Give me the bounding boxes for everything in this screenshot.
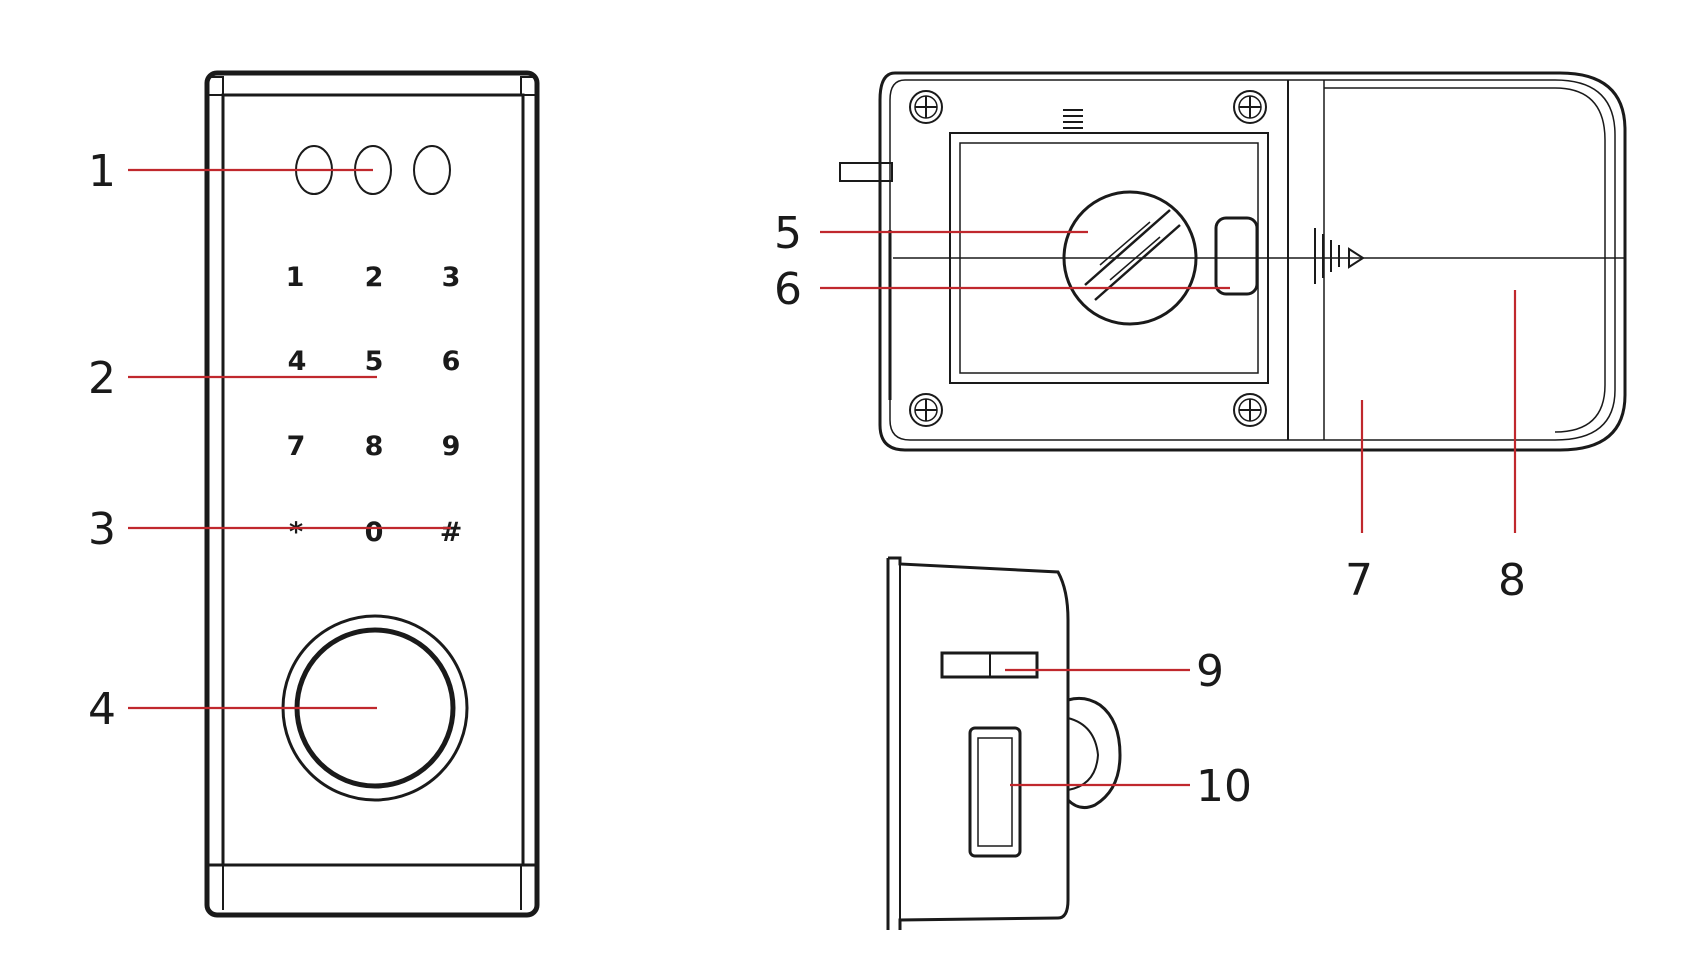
callout-9: 9 <box>1196 646 1224 697</box>
keypad-key-0: 0 <box>365 517 384 548</box>
side-view-lock <box>886 556 1122 930</box>
screw-top-right <box>1233 90 1267 124</box>
function-button <box>1214 216 1259 296</box>
keypad-key-7: 7 <box>287 431 306 462</box>
front-view-lock: 1 2 3 4 5 6 7 8 9 * 0 # <box>204 70 540 918</box>
keypad-key-8: 8 <box>365 431 384 462</box>
side-housing <box>888 556 1070 930</box>
screw-bottom-right <box>1233 393 1267 427</box>
screw-bottom-left <box>909 393 943 427</box>
back-housing-inner <box>889 79 1616 441</box>
keypad-key-star: * <box>289 517 303 548</box>
leader-lines <box>128 168 1517 787</box>
callout-10: 10 <box>1196 761 1252 812</box>
battery-cover-shape <box>1324 87 1606 433</box>
callout-numbers: 1 2 3 4 5 6 7 8 9 10 <box>88 146 1526 812</box>
mounting-screws <box>909 90 1267 427</box>
keypad: 1 2 3 4 5 6 7 8 9 * 0 # <box>286 262 463 548</box>
keypad-key-1: 1 <box>286 262 305 293</box>
callout-1: 1 <box>88 146 116 197</box>
keypad-key-6: 6 <box>442 346 461 377</box>
indicator-light-right <box>413 145 451 195</box>
callout-2: 2 <box>88 353 116 404</box>
back-view-lock <box>839 71 1627 452</box>
side-knob-inner <box>1067 717 1100 791</box>
screw-top-left <box>909 90 943 124</box>
vent-marks <box>1063 109 1083 129</box>
callout-7: 7 <box>1345 555 1373 606</box>
front-housing-outer <box>204 70 540 918</box>
keypad-key-5: 5 <box>365 346 384 377</box>
side-switch-inner <box>977 737 1013 847</box>
callout-4: 4 <box>88 684 116 735</box>
front-top-left-corner <box>211 76 224 95</box>
keypad-key-4: 4 <box>288 346 307 377</box>
side-switch <box>968 726 1022 858</box>
back-housing-outer <box>878 71 1627 452</box>
front-top-right-corner <box>520 76 533 95</box>
keypad-key-9: 9 <box>442 431 461 462</box>
callout-6: 6 <box>774 264 802 315</box>
tailpiece-bar <box>839 162 893 182</box>
callout-5: 5 <box>774 208 802 259</box>
keypad-key-2: 2 <box>365 262 384 293</box>
callout-8: 8 <box>1498 555 1526 606</box>
keypad-key-3: 3 <box>442 262 461 293</box>
callout-3: 3 <box>88 504 116 555</box>
front-face-panel <box>221 93 525 867</box>
keypad-key-hash: # <box>440 517 463 548</box>
cover-latch-marks <box>1314 228 1365 284</box>
side-knob <box>1066 696 1122 810</box>
